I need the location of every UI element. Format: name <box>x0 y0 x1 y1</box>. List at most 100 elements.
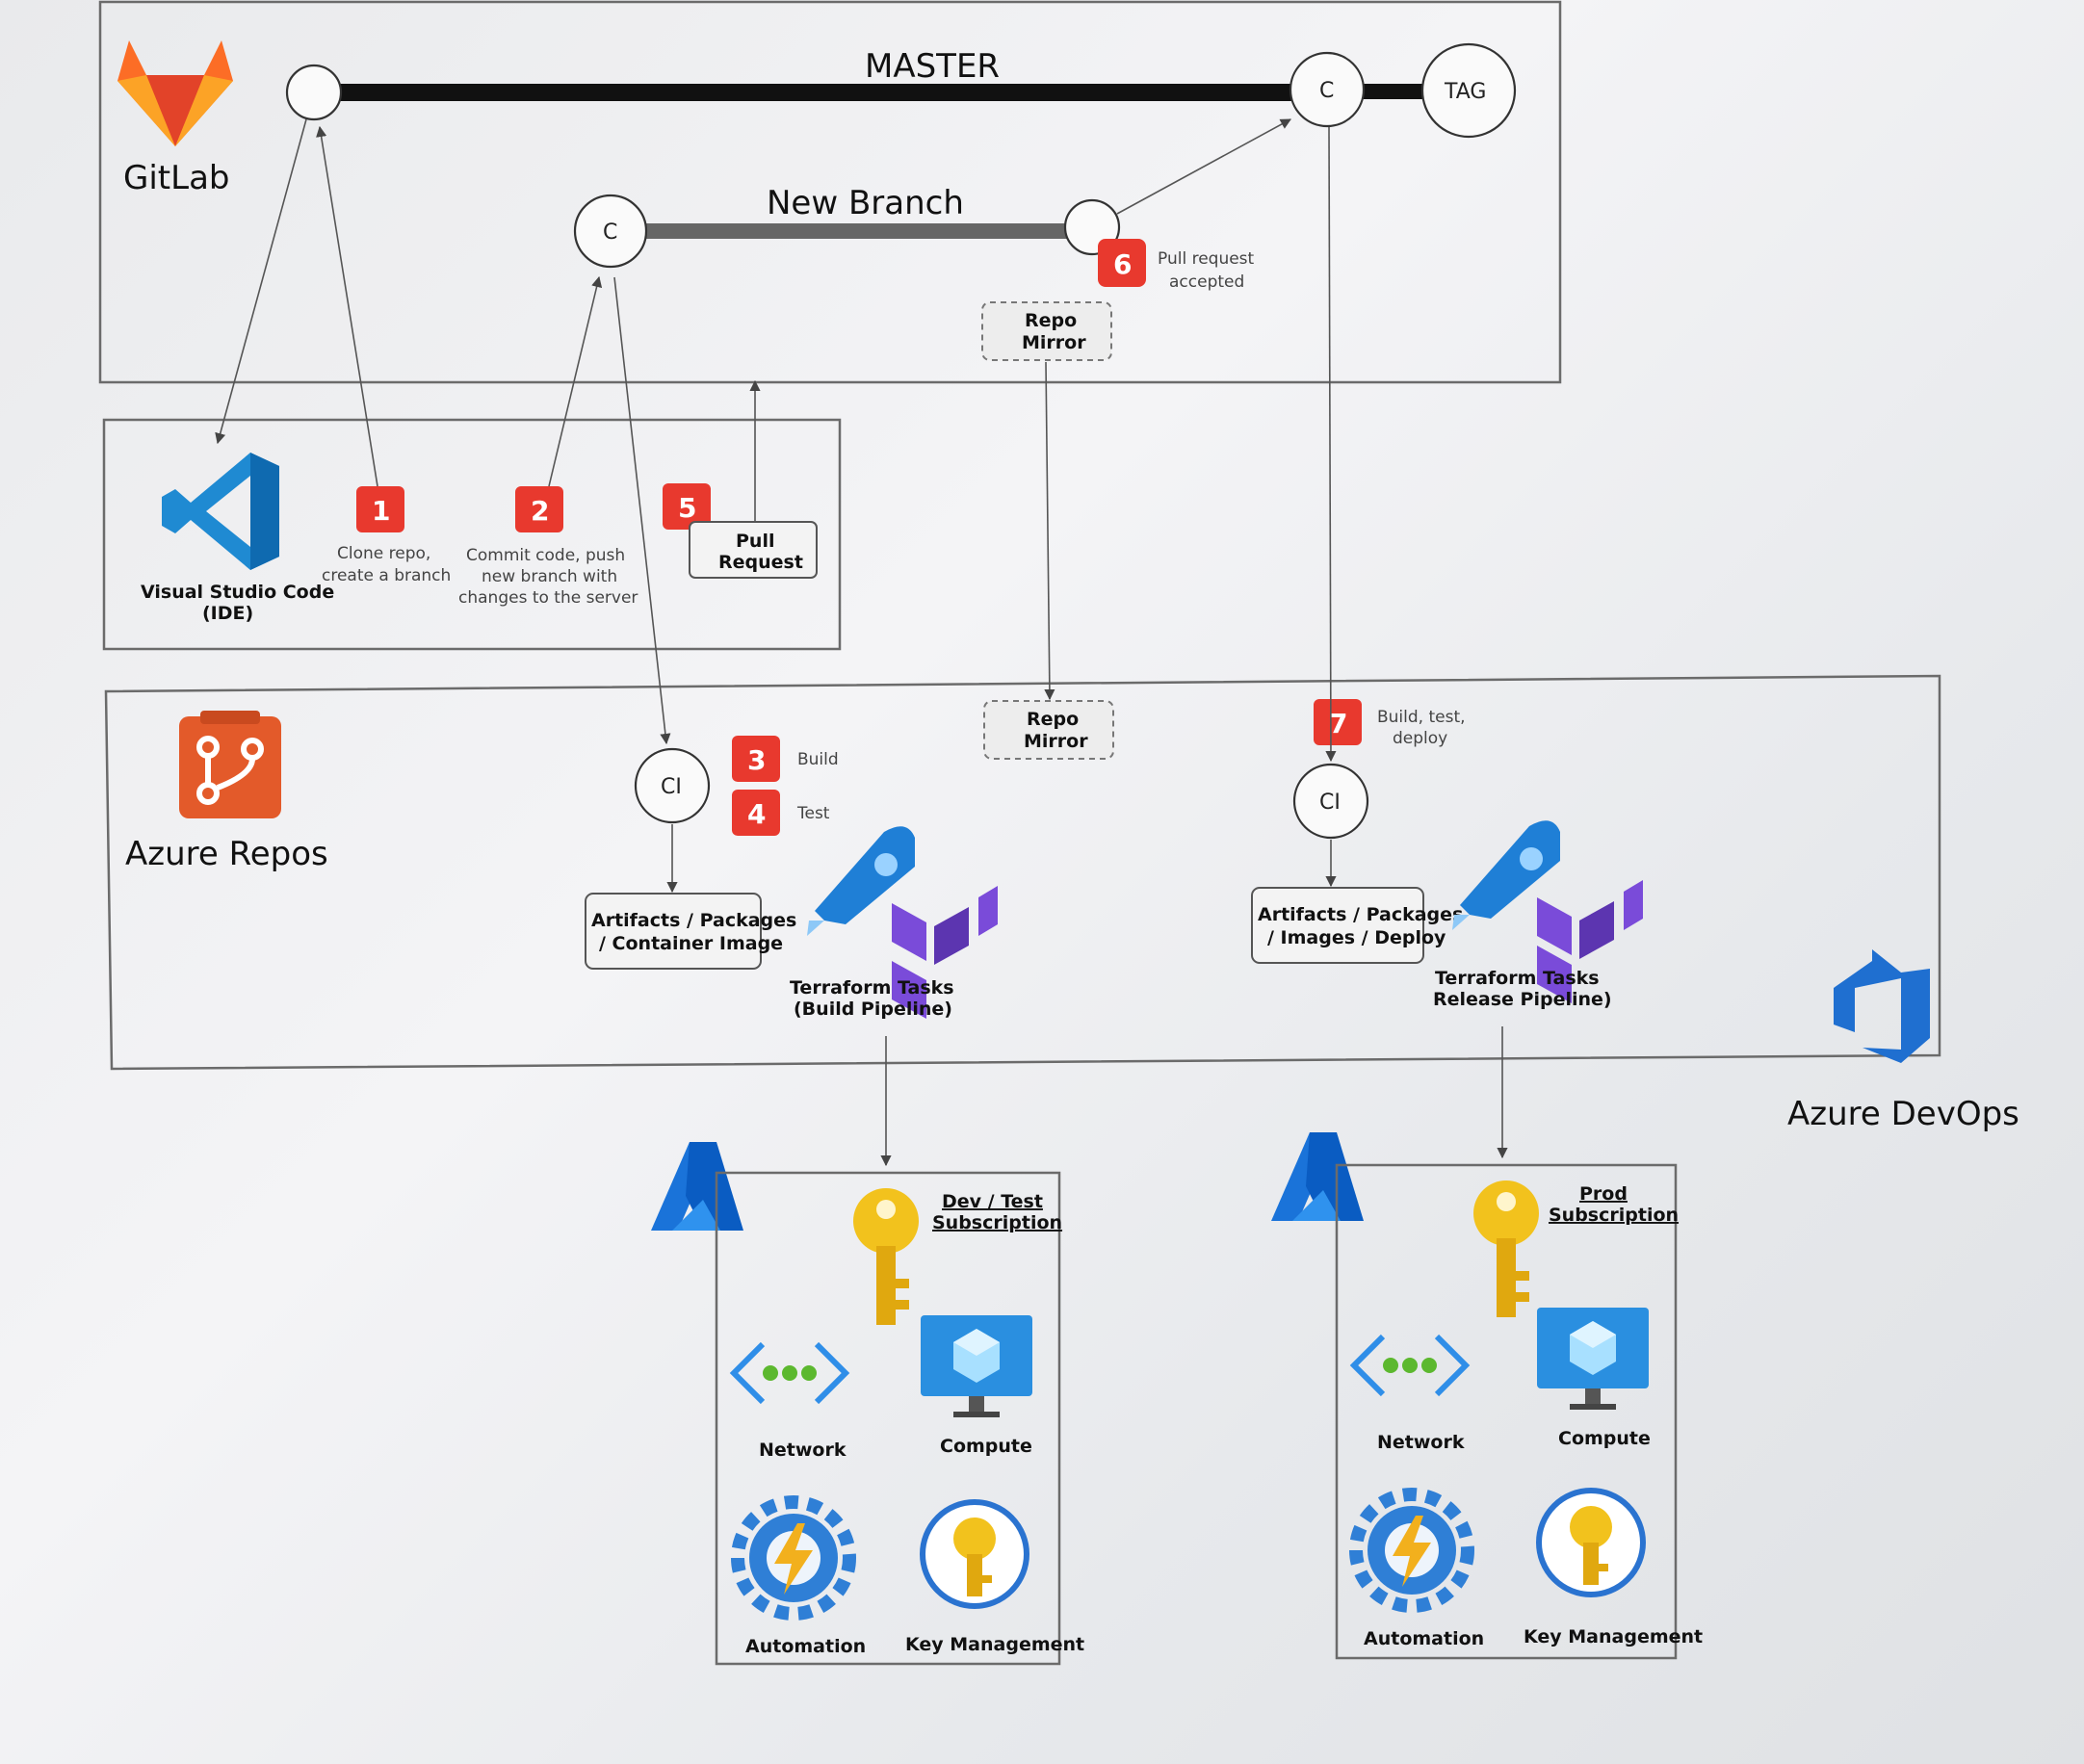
vscode-label-line2: (IDE) <box>202 603 253 624</box>
gitlab-logo-icon <box>117 40 233 146</box>
repo-mirror-gitlab-line2: Mirror <box>1022 332 1086 353</box>
prod-subscription-key-icon <box>1473 1180 1539 1317</box>
pr-accepted-line1: Pull request <box>1158 249 1255 269</box>
build-deploy-line2: deploy <box>1393 729 1447 748</box>
master-label: MASTER <box>865 47 1000 86</box>
prod-compute-icon <box>1537 1308 1649 1410</box>
badge-6 <box>1098 239 1146 287</box>
ci-node-build-label: CI <box>661 775 682 799</box>
badge-1-label: 1 <box>372 495 390 527</box>
master-commit-node <box>1289 51 1366 128</box>
vscode-logo-icon <box>162 453 279 570</box>
tf-release-line2: Release Pipeline) <box>1433 989 1612 1010</box>
pr-accepted-line2: accepted <box>1169 272 1244 292</box>
dev-subscription-key-icon <box>853 1188 919 1325</box>
dev-compute-icon <box>921 1315 1032 1417</box>
pull-request-box <box>689 521 818 579</box>
tag-label: TAG <box>1444 80 1486 104</box>
ci-node-build <box>634 747 711 824</box>
prod-sub-title-line2: Subscription <box>1549 1205 1679 1226</box>
dev-automation-icon <box>731 1495 856 1621</box>
dev-key-management-label: Key Management <box>905 1634 1084 1655</box>
commit-line2: new branch with <box>482 567 617 586</box>
badge-7 <box>1314 699 1362 745</box>
prod-compute-label: Compute <box>1558 1428 1651 1449</box>
repo-mirror-gitlab-line1: Repo <box>1025 310 1077 331</box>
badge-2-label: 2 <box>531 495 549 527</box>
dev-sub-title-line1: Dev / Test <box>942 1191 1043 1212</box>
build-deploy-line1: Build, test, <box>1377 708 1466 727</box>
connector-clone-to-master <box>316 125 378 487</box>
artifacts-release-line2: / Images / Deploy <box>1267 927 1446 948</box>
prod-network-label: Network <box>1377 1432 1465 1453</box>
azure-devops-logo-icon <box>1834 949 1930 1063</box>
master-branch-line <box>314 84 1296 101</box>
connector-branch-to-ci <box>613 276 671 745</box>
dev-automation-label: Automation <box>745 1636 866 1657</box>
badge-4-label: 4 <box>747 798 766 830</box>
badge-5 <box>663 483 711 530</box>
connector-master-to-ci <box>1325 126 1337 763</box>
prod-automation-label: Automation <box>1364 1628 1484 1649</box>
gitlab-container <box>98 0 1562 384</box>
connector-master-to-vscode <box>215 118 307 445</box>
new-branch-line <box>611 223 1092 239</box>
dev-compute-label: Compute <box>940 1436 1032 1457</box>
ci-node-release-label: CI <box>1319 791 1341 815</box>
badge-7-label: 7 <box>1329 708 1347 739</box>
commit-line1: Commit code, push <box>466 546 625 565</box>
azure-repos-logo-icon <box>179 711 281 818</box>
gitlab-title: GitLab <box>123 159 229 197</box>
artifacts-release-line1: Artifacts / Packages <box>1258 904 1463 925</box>
dev-subscription-box <box>715 1171 1061 1666</box>
prod-network-icon <box>1349 1334 1471 1397</box>
dev-sub-title-line2: Subscription <box>932 1212 1062 1233</box>
azure-logo-prod-icon <box>1271 1132 1364 1221</box>
badge-4 <box>732 790 780 836</box>
badge-3-label: 3 <box>747 744 766 776</box>
repo-mirror-azure <box>983 700 1114 760</box>
pull-request-line1: Pull <box>736 531 774 552</box>
tf-release-line1: Terraform Tasks <box>1435 968 1600 989</box>
prod-automation-icon <box>1349 1488 1474 1613</box>
branch-commit-node <box>573 194 648 269</box>
dev-network-label: Network <box>759 1440 847 1461</box>
artifacts-build-line2: / Container Image <box>599 933 783 954</box>
new-branch-label: New Branch <box>767 184 964 222</box>
commit-line3: changes to the server <box>458 588 638 608</box>
badge-6-label: 6 <box>1113 248 1132 280</box>
badge-3 <box>732 736 780 782</box>
azure-logo-dev-icon <box>651 1142 743 1231</box>
pull-request-line2: Request <box>718 552 803 573</box>
prod-key-management-label: Key Management <box>1524 1626 1703 1647</box>
test-label: Test <box>796 804 830 823</box>
branch-commit-label: C <box>603 220 617 245</box>
azure-devops-title: Azure DevOps <box>1787 1095 2019 1133</box>
dev-network-icon <box>729 1341 850 1405</box>
badge-1 <box>356 486 404 532</box>
prod-sub-title-line1: Prod <box>1579 1183 1628 1205</box>
azure-devops-container <box>104 674 1941 1071</box>
tag-node <box>1420 42 1517 139</box>
badge-5-label: 5 <box>678 492 696 524</box>
master-commit-label: C <box>1319 79 1334 103</box>
connector-branch-to-master <box>1116 118 1291 215</box>
connector-mirror-to-mirror <box>1044 361 1055 701</box>
build-label: Build <box>797 750 839 769</box>
artifacts-build-line1: Artifacts / Packages <box>591 910 796 931</box>
repo-mirror-azure-line2: Mirror <box>1024 731 1088 752</box>
terraform-release-icon <box>1452 820 1643 1003</box>
terraform-build-icon <box>807 826 998 1019</box>
repo-mirror-azure-line1: Repo <box>1027 709 1079 730</box>
ci-node-release <box>1292 763 1369 840</box>
repo-mirror-gitlab <box>981 301 1112 361</box>
badge-2 <box>515 486 563 532</box>
dev-key-management-icon <box>920 1499 1029 1609</box>
clone-line1: Clone repo, <box>337 544 430 563</box>
tag-link-line <box>1358 84 1423 99</box>
ide-container <box>102 418 842 651</box>
azure-repos-title: Azure Repos <box>125 835 328 873</box>
artifacts-build-box <box>585 893 762 970</box>
artifacts-release-box <box>1251 887 1424 964</box>
